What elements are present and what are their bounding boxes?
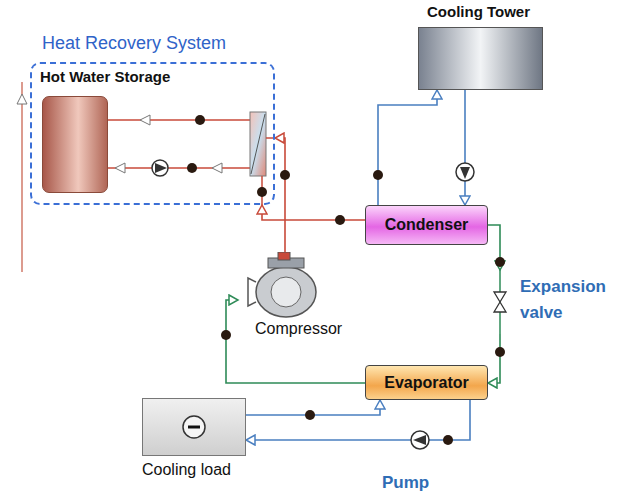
compressor-body [271,277,301,307]
plate-heat-exchanger [251,114,265,174]
flow-arrow [212,163,222,173]
region-heading: Heat Recovery System [42,33,226,54]
junction-dot [280,170,290,180]
compressor-body [278,252,290,260]
junction-dot [373,170,383,180]
box-node: Condenser [365,205,488,245]
expansion-valve-symbol [494,292,506,312]
plate-heat-exchanger [250,112,266,176]
junction-dot [495,257,505,267]
minus-symbol [183,416,205,438]
component-label: Cooling load [142,461,231,479]
flow-arrow [115,163,125,173]
junction-dot [443,435,453,445]
tank-node: Hot Water Storage [40,68,200,196]
pipe-connector [246,400,470,440]
pipe-connector [378,90,437,205]
junction-dot [221,330,231,340]
component-name: Evaporator [384,374,468,392]
load-node: Cooling load [142,398,246,484]
pipe-connector [262,205,365,220]
return-pipe [108,167,250,169]
tower-node: Cooling Tower [415,3,550,90]
valve-node: Expansion valve [490,270,625,334]
component-name: Condenser [385,216,469,234]
compressor-symbol [238,252,353,320]
box-node: Evaporator [365,365,488,400]
minus-symbol [188,426,200,429]
pump-symbol [152,160,168,176]
junction-dot [305,410,315,420]
storage-tank [42,96,108,193]
inlet-pipe [21,82,23,272]
minus-symbol [143,399,245,455]
pipe-connector [464,90,466,205]
tower-label: Cooling Tower [427,3,530,20]
pump-label: Pump [382,473,429,493]
junction-dot [335,215,345,225]
pipe-connector [275,138,285,252]
cooling-tower-body [418,27,543,90]
pump-symbol [456,163,474,181]
region-node: Heat Recovery SystemHot Water Storage [30,62,275,205]
pipe-connector [488,334,500,383]
expansion-valve-symbol [490,270,510,334]
pump-symbol [411,431,429,449]
tank-label: Hot Water Storage [40,68,170,85]
compressor-body [256,267,316,317]
flow-arrow [17,94,27,104]
compressor-body [248,278,256,306]
junction-dot [187,163,197,173]
compressor-node: Compressor [238,252,353,340]
junction-dot [495,347,505,357]
valve-label: Expansion valve [520,274,620,326]
junction-dot [257,187,267,197]
flow-arrow [140,115,150,125]
junction-dot [195,115,205,125]
hot-pipe [108,119,250,121]
cooling-load-box [142,398,246,456]
component-label: Compressor [255,320,342,338]
